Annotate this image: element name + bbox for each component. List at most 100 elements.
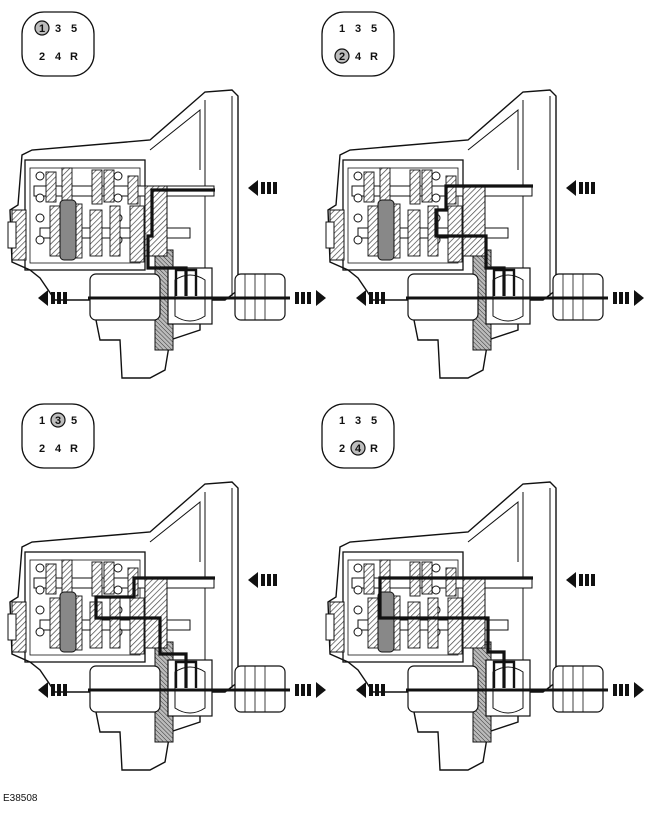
bearing-ball [353,605,363,615]
gear-block [407,209,421,257]
bearing-ball [35,585,45,595]
gear-block [49,597,61,649]
gear-label-5: 5 [371,415,377,427]
arrow-bar [619,292,623,304]
figure-reference-code: E38508 [3,793,38,804]
arrow-bar [307,684,311,696]
bearing-ball [353,585,363,595]
gear-label-R: R [370,51,378,63]
power-flow-path [94,576,215,688]
transmission-drawing [7,89,326,379]
gear-selector-box [21,403,95,469]
arrow-bar [625,684,629,696]
arrow-head-icon [356,290,366,306]
bearing-ball [35,213,45,223]
gear-block [447,205,463,263]
bearing-ball [431,193,441,203]
gear-selector-box [21,11,95,77]
gear-label-4: 4 [355,51,362,63]
gear-label-2: 2 [339,443,345,455]
gear-block [447,597,463,655]
clutch-disc [59,591,77,653]
gear-block [91,169,103,205]
gear-block [91,561,103,597]
arrow-head-icon [356,682,366,698]
arrow-bar [51,684,55,696]
gear-label-2: 2 [339,51,345,63]
arrow-bar [301,684,305,696]
gear-block [379,167,391,205]
arrow-bar [375,684,379,696]
gear-block [61,559,73,597]
transmission-drawing [325,481,644,771]
gear-block [363,563,375,595]
gear-label-3: 3 [355,23,361,35]
gear-block [49,205,61,257]
gear-label-1: 1 [339,415,345,427]
gear-block [61,167,73,205]
gear-label-2: 2 [39,51,45,63]
arrow-bar [619,684,623,696]
gear-label-4: 4 [55,443,62,455]
clutch-disc [377,199,395,261]
gear-block [129,597,145,655]
arrow-bar [63,684,67,696]
gear-label-1: 1 [39,23,45,35]
arrow-head-icon [566,180,576,196]
arrow-head-icon [634,682,644,698]
gear-label-1: 1 [339,23,345,35]
gear-block [103,561,115,595]
gear-block [109,205,121,257]
gear-block [427,205,439,257]
arrow-bar [301,292,305,304]
arrow-bar [579,182,583,194]
bearing-ball [113,171,123,181]
gear-label-2: 2 [39,443,45,455]
power-flow-path [146,188,215,296]
arrow-bar [267,182,271,194]
bearing-ball [353,171,363,181]
gear-label-5: 5 [71,415,77,427]
gear-block [129,205,145,263]
gear-label-5: 5 [371,23,377,35]
gear-label-R: R [70,51,78,63]
power-flow-path [434,184,533,296]
end-cap-small [325,613,335,641]
arrow-bar [613,292,617,304]
bearing-ball [431,585,441,595]
gear-block [109,597,121,649]
arrow-bar [57,684,61,696]
gear-block [445,567,457,597]
arrow-bar [261,574,265,586]
power-flow-path [378,576,533,688]
gear-block [407,601,421,649]
arrow-bar [267,574,271,586]
gear-selector-box [321,403,395,469]
housing-line [149,108,201,170]
bearing-ball [431,563,441,573]
arrow-head-icon [38,290,48,306]
arrow-bar [591,182,595,194]
differential-flow [174,660,198,688]
bearing-ball [353,193,363,203]
gear-block [127,175,139,205]
selected-gear-highlight [50,412,66,428]
selected-gear-highlight [34,20,50,36]
gear-block [367,597,379,649]
arrow-head-icon [248,180,258,196]
arrow-bar [381,684,385,696]
bearing-ball [35,171,45,181]
bearing-ball [35,193,45,203]
end-cap-small [7,221,17,249]
drive-gear [144,577,168,649]
gear-label-R: R [370,443,378,455]
gear-block [409,169,421,205]
arrow-bar [613,684,617,696]
housing-line [149,500,201,562]
bearing-ball [35,563,45,573]
arrow-head-icon [248,572,258,588]
gear-label-R: R [70,443,78,455]
